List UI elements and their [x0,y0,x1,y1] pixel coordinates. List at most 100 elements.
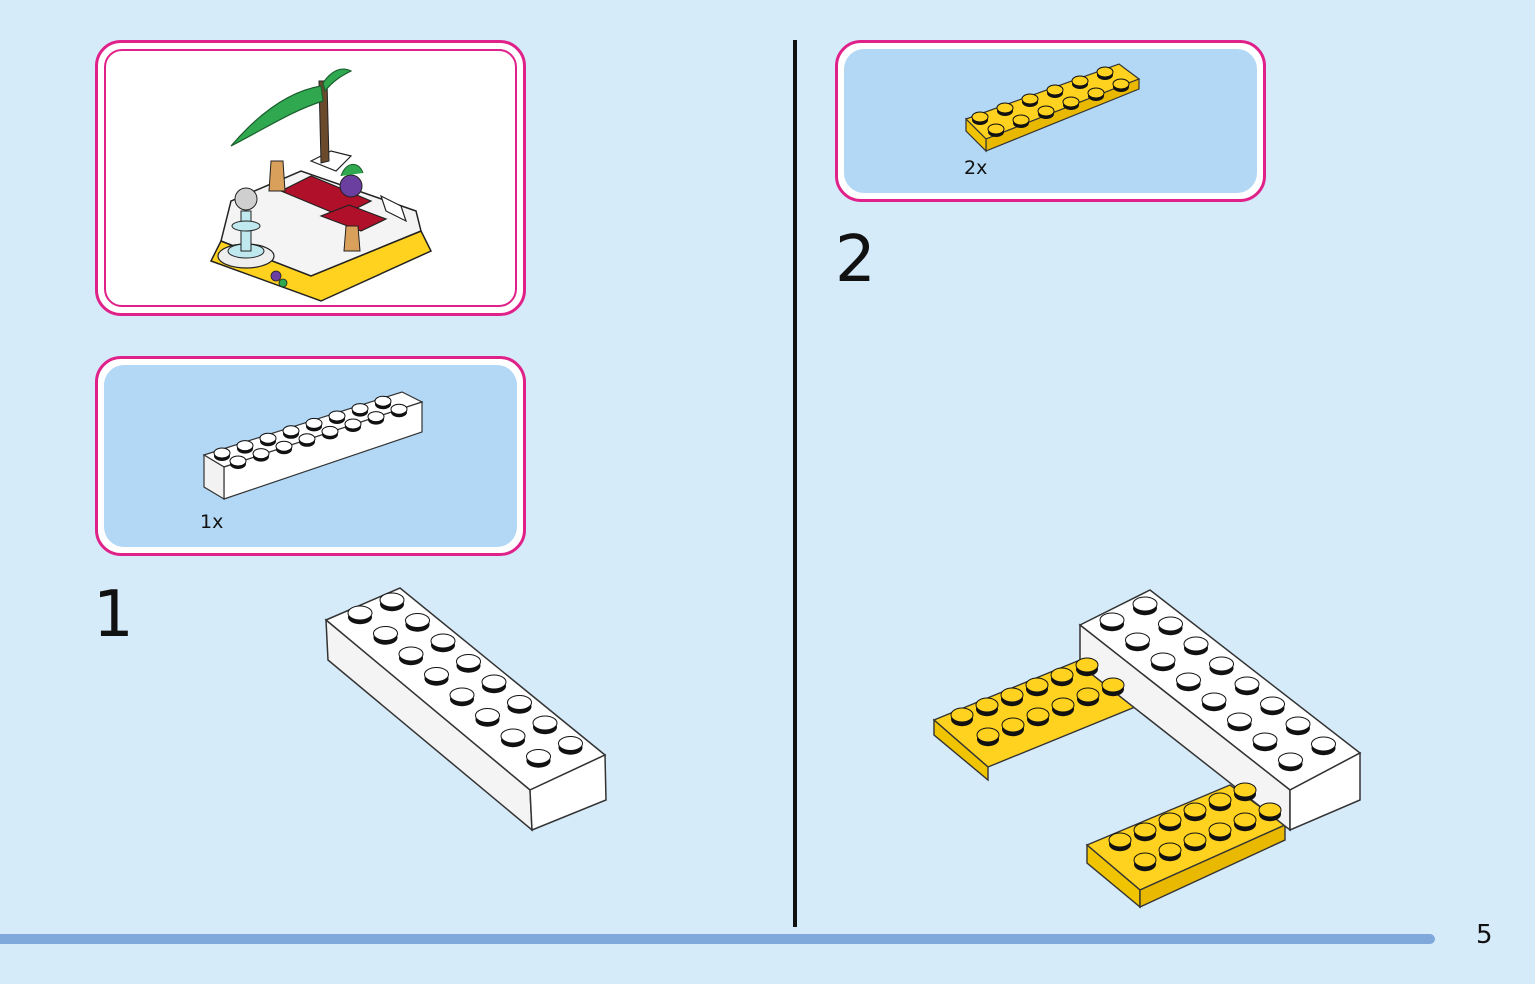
stud [1158,812,1182,828]
step1-number: 1 [93,578,134,652]
stud [405,613,430,628]
stud [398,646,424,662]
stud [1183,636,1209,652]
stud [1278,752,1303,768]
stud [1101,677,1125,693]
stud [390,403,408,415]
step1-part-quantity: 1x [200,511,224,533]
stud [298,433,316,445]
stud [976,727,1000,743]
stud [282,425,300,437]
stud [950,707,974,723]
stud [1158,842,1182,858]
stud [500,728,526,744]
stud [1132,596,1158,612]
stud [975,697,999,713]
stud [351,403,369,415]
stud [379,592,405,608]
stud [430,633,456,649]
stud [1051,697,1075,713]
stud [1311,736,1336,752]
stud [456,654,481,669]
stud [367,411,385,423]
step2-part-quantity: 2x [964,157,988,179]
stud [1071,75,1089,87]
stud [1158,616,1183,632]
stud [1099,612,1125,628]
model-preview-panel [95,40,526,316]
stud [344,418,362,430]
step2-parts-callout-inner: 2x [844,49,1257,193]
stud [1176,672,1201,688]
stud [1209,656,1234,672]
stud [1233,812,1257,828]
stud [305,417,323,429]
stud [1201,692,1227,708]
stud [236,440,254,452]
stud [449,687,475,703]
stud [1021,93,1039,105]
stud [481,674,507,690]
stud [321,425,339,437]
page-progress-bar [0,934,1435,944]
stud [1150,652,1176,668]
completed-model-image [209,68,433,302]
stud [259,432,277,444]
stud [1258,802,1282,818]
stud [1087,87,1105,99]
page-divider [793,40,797,927]
stud [1046,84,1064,96]
stud [374,395,392,407]
stud [1001,717,1025,733]
stud [229,455,247,467]
stud [1026,707,1050,723]
stud [373,626,398,641]
stud [1208,792,1232,808]
stud [1208,822,1232,838]
stud [1227,712,1252,728]
stud [1075,657,1099,673]
stud [347,605,373,621]
step1-parts-callout: 1x [95,356,526,556]
page-number: 5 [1476,920,1493,950]
stud [987,123,1005,135]
stud [1037,105,1055,117]
stud [424,667,449,682]
stud [996,102,1014,114]
stud [1133,852,1157,868]
white-brick-2x8-icon [202,391,424,501]
stud [1183,802,1207,818]
stud [475,708,500,723]
stud [1000,687,1024,703]
stud [1012,114,1030,126]
stud [1183,832,1207,848]
stud [1050,667,1074,683]
step2-number: 2 [835,223,876,297]
stud [1108,832,1132,848]
stud [275,440,293,452]
stud [328,410,346,422]
stud [1260,696,1285,712]
model-preview-inner [104,49,517,307]
step1-parts-callout-inner: 1x [104,365,517,547]
stud [1076,687,1100,703]
stud [558,736,583,751]
stud [1252,732,1278,748]
yellow-plate-2x6-icon [964,63,1141,153]
stud [213,447,231,459]
step1-assembly-image [324,587,607,832]
stud [1062,96,1080,108]
stud [1233,782,1257,798]
stud [526,749,551,764]
stud [1285,716,1311,732]
stud [1025,677,1049,693]
stud [1112,78,1130,90]
stud [1234,676,1260,692]
stud [532,715,558,731]
stud [1133,822,1157,838]
stud [1125,632,1150,648]
stud [252,448,270,460]
stud [1096,66,1114,78]
step2-parts-callout: 2x [835,40,1266,202]
stud [971,111,989,123]
